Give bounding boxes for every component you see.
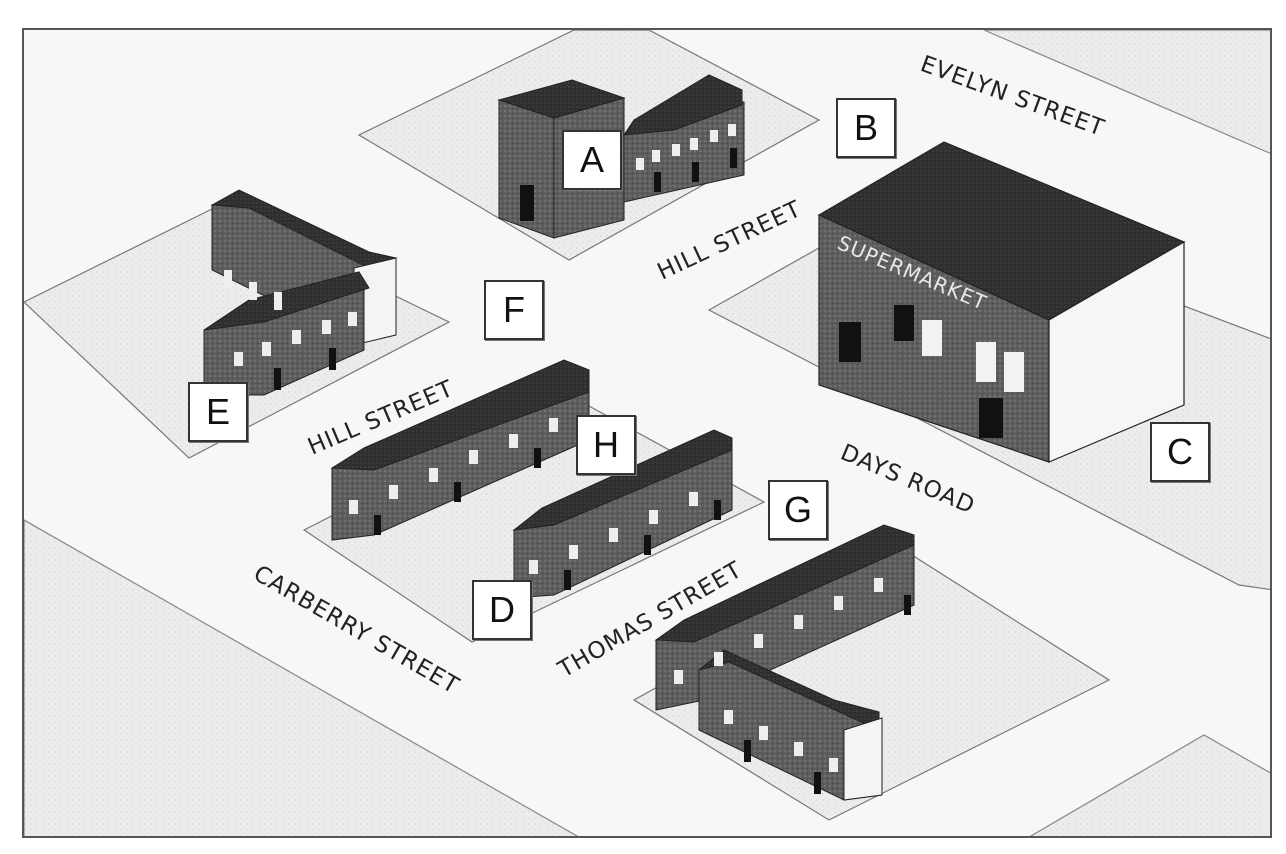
map-canvas: SUPERMARKET EVELYN STREET HILL STREET HI… bbox=[24, 30, 1270, 836]
marker-c[interactable]: C bbox=[1150, 422, 1210, 482]
marker-d[interactable]: D bbox=[472, 580, 532, 640]
building-d-row bbox=[330, 359, 590, 541]
marker-f[interactable]: F bbox=[484, 280, 544, 340]
building-h-row bbox=[512, 429, 733, 599]
block-bottom-right bbox=[1029, 734, 1270, 836]
marker-g[interactable]: G bbox=[768, 480, 828, 540]
marker-a[interactable]: A bbox=[562, 130, 622, 190]
supermarket-building: SUPERMARKET bbox=[817, 141, 1186, 463]
block-bottom-left bbox=[24, 519, 579, 836]
building-e bbox=[203, 189, 398, 396]
building-g bbox=[654, 524, 915, 801]
map-frame: SUPERMARKET EVELYN STREET HILL STREET HI… bbox=[22, 28, 1272, 838]
marker-h[interactable]: H bbox=[576, 415, 636, 475]
marker-e[interactable]: E bbox=[188, 382, 248, 442]
marker-b[interactable]: B bbox=[836, 98, 896, 158]
block-top-right bbox=[983, 30, 1270, 154]
